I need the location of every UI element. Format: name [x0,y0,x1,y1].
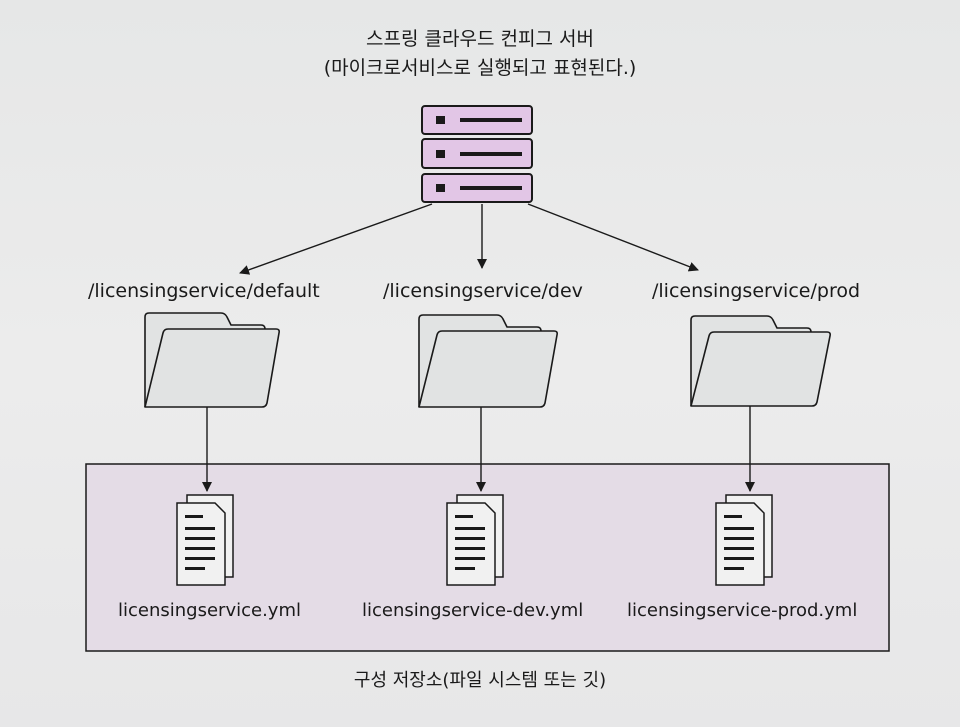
folder-icon [144,312,280,408]
file-name-prod: licensingservice-prod.yml [627,600,858,621]
folder-path-default: /licensingservice/default [88,280,320,302]
folder-path-prod: /licensingservice/prod [652,280,861,302]
file-name-default: licensingservice.yml [118,600,301,621]
arrow-server-to-prod [527,203,699,272]
server-subtitle: (마이크로서비스로 실행되고 표현된다.) [323,57,637,79]
folder-icon [690,315,831,407]
folder-icon [418,314,558,408]
document-stack-icon [715,494,773,586]
server-title: 스프링 클라우드 컨피그 서버 [366,28,594,50]
config-repository-label: 구성 저장소(파일 시스템 또는 깃) [353,670,607,691]
server-rack-icon [421,105,533,203]
arrow-server-to-default [239,203,433,275]
document-stack-icon [176,494,234,586]
document-stack-icon [446,494,504,586]
folder-path-dev: /licensingservice/dev [383,280,583,302]
file-name-dev: licensingservice-dev.yml [362,600,584,621]
